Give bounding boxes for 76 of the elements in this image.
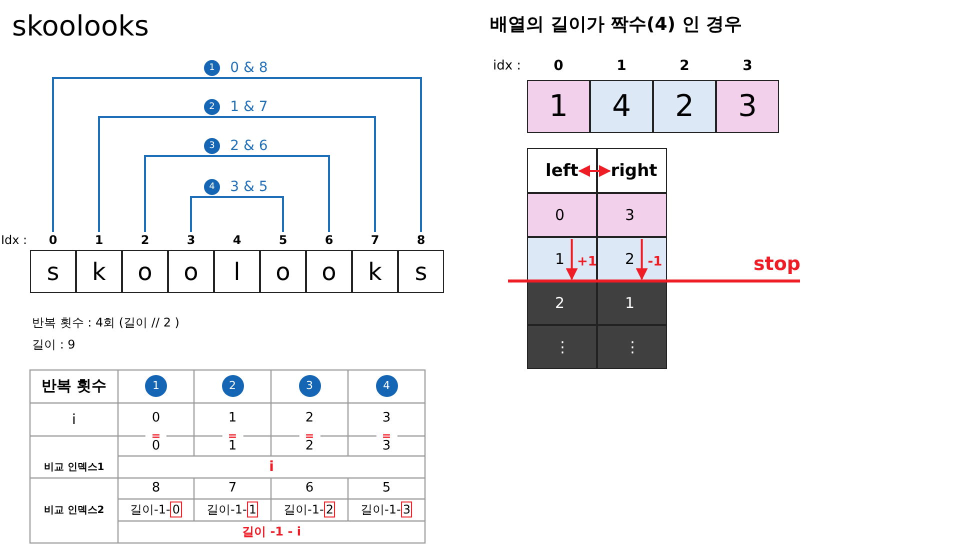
index-number: 2 xyxy=(140,233,150,247)
text-label: 2 xyxy=(305,410,314,426)
column-header: left xyxy=(546,161,578,181)
array-cell: 4 xyxy=(590,80,653,133)
text-label: i xyxy=(269,459,274,475)
text-label: 길이 : 9 xyxy=(32,336,76,354)
table-cell: ⋮ xyxy=(597,325,667,369)
bracket-line xyxy=(190,196,284,232)
table-cell: 0 xyxy=(527,193,597,237)
number-badge: 2 xyxy=(222,375,244,397)
text-label: 2 xyxy=(680,58,690,74)
number-badge: 1 xyxy=(204,60,220,76)
number-badge: 2 xyxy=(204,99,220,115)
axis-label: Idx : xyxy=(0,233,28,247)
text-label: 비교 인덱스1 xyxy=(44,461,104,474)
arrow xyxy=(566,239,578,280)
table-cell: ⋮ xyxy=(527,325,597,369)
number-badge: 3 xyxy=(298,375,320,397)
array-cell: 1 xyxy=(527,80,590,133)
table-cell: 1 xyxy=(597,281,667,325)
character-cell: k xyxy=(352,250,398,293)
formula-text: 길이-1-2 xyxy=(284,502,336,518)
formula-text: 길이-1-3 xyxy=(360,502,412,518)
text-label: 3 xyxy=(382,410,391,426)
column-header: right xyxy=(610,161,658,181)
index-number: 7 xyxy=(370,233,380,247)
character-cell: k xyxy=(76,250,122,293)
formula-text: 길이-1-0 xyxy=(130,502,182,518)
text-label: 반복 횟수 xyxy=(41,376,107,396)
number-badge: 4 xyxy=(376,375,398,397)
number-badge: 3 xyxy=(204,138,220,154)
character-cell: o xyxy=(260,250,306,293)
text-label: 8 xyxy=(152,480,160,496)
bracket-line xyxy=(98,116,376,232)
index-number: 3 xyxy=(186,233,196,247)
text-label: 0 xyxy=(554,58,564,74)
text-label: 0 xyxy=(152,410,160,426)
index-number: 4 xyxy=(232,233,242,247)
axis-label: idx : xyxy=(492,58,522,74)
text-label: 5 xyxy=(382,480,391,496)
bracket-line xyxy=(144,155,330,232)
title: skoolooks xyxy=(12,10,149,42)
text-label: 반복 횟수 : 4회 (길이 // 2 ) xyxy=(32,314,180,332)
table-cell: 2 xyxy=(527,281,597,325)
text-label: 3 xyxy=(742,58,752,74)
character-cell: o xyxy=(306,250,352,293)
text-label: 1 xyxy=(616,58,626,74)
index-number: 0 xyxy=(48,233,58,247)
text-label: 7 xyxy=(228,480,237,496)
text-label: i xyxy=(72,412,76,428)
arrow xyxy=(636,239,648,280)
edge-label: -1 xyxy=(646,254,664,270)
table-cell: 3 xyxy=(597,193,667,237)
text-label: 6 xyxy=(305,480,314,496)
heading: 배열의 길이가 짝수(4) 인 경우 xyxy=(490,13,742,36)
character-cell: l xyxy=(214,250,260,293)
character-cell: s xyxy=(30,250,76,293)
index-number: 8 xyxy=(416,233,426,247)
character-cell: o xyxy=(168,250,214,293)
character-cell: o xyxy=(122,250,168,293)
text-label: 비교 인덱스2 xyxy=(44,504,104,517)
index-number: 1 xyxy=(94,233,104,247)
index-number: 5 xyxy=(278,233,288,247)
arrow xyxy=(578,165,611,177)
text-label: 길이 -1 - i xyxy=(242,524,301,540)
formula-text: 길이-1-1 xyxy=(206,502,258,518)
array-cell: 3 xyxy=(716,80,779,133)
stop-label: stop xyxy=(753,253,801,275)
bracket-line xyxy=(52,77,422,232)
text-label: 1 xyxy=(228,410,237,426)
number-badge: 1 xyxy=(145,375,167,397)
index-number: 6 xyxy=(324,233,334,247)
array-cell: 2 xyxy=(653,80,716,133)
edge-label: +1 xyxy=(576,254,598,270)
number-badge: 4 xyxy=(204,179,220,195)
character-cell: s xyxy=(398,250,444,293)
